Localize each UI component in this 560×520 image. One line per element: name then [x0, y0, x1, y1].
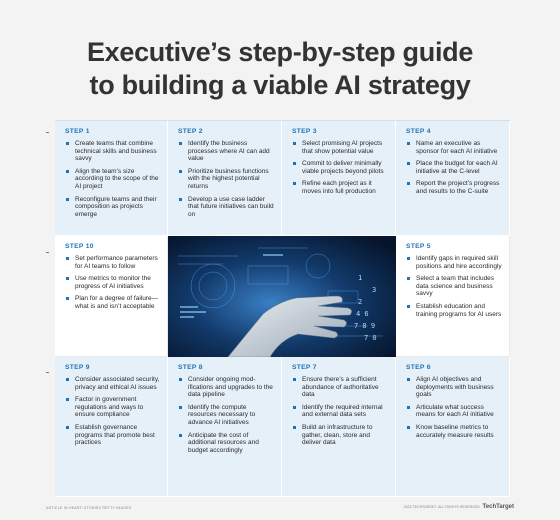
image-credit: ARTICLE IN HEART: STORIES RETTY IMAGES	[46, 506, 132, 510]
step-item: Identify the compute resources necessary…	[178, 404, 275, 427]
robot-hand-image: 1 3 2 4 6 7 8 9 7 0	[168, 236, 396, 357]
step-label: STEP 8	[178, 364, 203, 371]
step-item: Establish education and training program…	[406, 303, 503, 318]
step-card-10: STEP 10 Set performance parameters for A…	[55, 236, 168, 357]
edge-mark	[46, 132, 49, 133]
step-item: Commit to deliver minimally viable proje…	[292, 160, 389, 175]
copyright-text: 2023 TECHTARGET. ALL RIGHTS RESERVED	[403, 505, 480, 509]
edge-mark	[46, 252, 49, 253]
step-item: Select a team that includes data science…	[406, 275, 503, 298]
step-label: STEP 10	[65, 243, 94, 250]
step-item: Select promising AI projects that show p…	[292, 140, 389, 155]
step-list: Create teams that combine technical skil…	[65, 140, 161, 218]
step-list: Identify the business processes where AI…	[178, 140, 275, 218]
step-item: Articulate what success means for each A…	[406, 404, 503, 419]
step-item: Reconfigure teams and their composition …	[65, 196, 161, 219]
step-item: Place the budget for each AI initiative …	[406, 160, 503, 175]
title-line-2: to building a viable AI strategy	[89, 70, 471, 100]
step-list: Ensure there’s a sufficient abundance of…	[292, 376, 389, 447]
step-list: Consider ongoing mod-ifications and upgr…	[178, 376, 275, 454]
step-item: Factor in government regulations and way…	[65, 396, 161, 419]
edge-marks	[46, 132, 52, 512]
robot-hand-illustration: 1 3 2 4 6 7 8 9 7 0	[168, 236, 396, 357]
step-item: Anticipate the cost of additional resour…	[178, 432, 275, 455]
step-list: Identify gaps in required skill position…	[406, 255, 503, 318]
step-label: STEP 3	[292, 128, 317, 135]
step-item: Create teams that combine technical skil…	[65, 140, 161, 163]
step-item: Consider associated security, privacy an…	[65, 376, 161, 391]
step-item: Plan for a degree of failure—what is and…	[65, 295, 161, 310]
step-item: Identify the business processes where AI…	[178, 140, 275, 163]
step-card-6: STEP 6 Align AI objectives and deploymen…	[396, 357, 510, 497]
step-item: Report the project’s progress and result…	[406, 180, 503, 195]
step-item: Refine each project as it moves into ful…	[292, 180, 389, 195]
step-list: Name an executive as sponsor for each AI…	[406, 140, 503, 196]
step-item: Know baseline metrics to accurately meas…	[406, 424, 503, 439]
brand-logo: TechTarget	[482, 504, 514, 510]
step-item: Prioritize business functions with the h…	[178, 168, 275, 191]
image-digit: 3	[372, 286, 376, 294]
image-digit: 7 0	[364, 334, 377, 342]
step-card-1: STEP 1 Create teams that combine technic…	[55, 121, 168, 236]
step-item: Align AI objectives and deployments with…	[406, 376, 503, 399]
step-item: Use metrics to monitor the progress of A…	[65, 275, 161, 290]
step-card-9: STEP 9 Consider associated security, pri…	[55, 357, 168, 497]
copyright: 2023 TECHTARGET. ALL RIGHTS RESERVED Tec…	[404, 504, 514, 510]
steps-grid: STEP 1 Create teams that combine technic…	[55, 120, 510, 497]
step-list: Select promising AI projects that show p…	[292, 140, 389, 196]
image-digit: 2	[358, 298, 362, 306]
page-title: Executive’s step-by-step guide to buildi…	[0, 36, 560, 102]
step-label: STEP 2	[178, 128, 203, 135]
step-card-5: STEP 5 Identify gaps in required skill p…	[396, 236, 510, 357]
step-item: Develop a use case ladder that future in…	[178, 196, 275, 219]
step-list: Align AI objectives and deployments with…	[406, 376, 503, 439]
step-label: STEP 9	[65, 364, 90, 371]
step-item: Ensure there’s a sufficient abundance of…	[292, 376, 389, 399]
step-label: STEP 6	[406, 364, 431, 371]
step-item: Consider ongoing mod-ifications and upgr…	[178, 376, 275, 399]
step-card-7: STEP 7 Ensure there’s a sufficient abund…	[282, 357, 396, 497]
step-list: Consider associated security, privacy an…	[65, 376, 161, 447]
step-card-2: STEP 2 Identify the business processes w…	[168, 121, 282, 236]
step-label: STEP 5	[406, 243, 431, 250]
step-list: Set performance parameters for AI teams …	[65, 255, 161, 311]
step-item: Name an executive as sponsor for each AI…	[406, 140, 503, 155]
step-item: Identify gaps in required skill position…	[406, 255, 503, 270]
edge-mark	[46, 372, 49, 373]
step-card-8: STEP 8 Consider ongoing mod-ifications a…	[168, 357, 282, 497]
step-item: Set performance parameters for AI teams …	[65, 255, 161, 270]
step-item: Align the team’s size according to the s…	[65, 168, 161, 191]
step-item: Build an infrastructure to gather, clean…	[292, 424, 389, 447]
image-digit: 4 6	[356, 310, 369, 318]
image-digit: 7 8 9	[354, 322, 375, 330]
step-card-4: STEP 4 Name an executive as sponsor for …	[396, 121, 510, 236]
step-item: Identify the required internal and exter…	[292, 404, 389, 419]
step-label: STEP 1	[65, 128, 90, 135]
image-digit: 1	[358, 274, 362, 282]
step-card-3: STEP 3 Select promising AI projects that…	[282, 121, 396, 236]
step-item: Establish governance programs that promo…	[65, 424, 161, 447]
title-line-1: Executive’s step-by-step guide	[86, 37, 474, 67]
step-label: STEP 7	[292, 364, 317, 371]
step-label: STEP 4	[406, 128, 431, 135]
